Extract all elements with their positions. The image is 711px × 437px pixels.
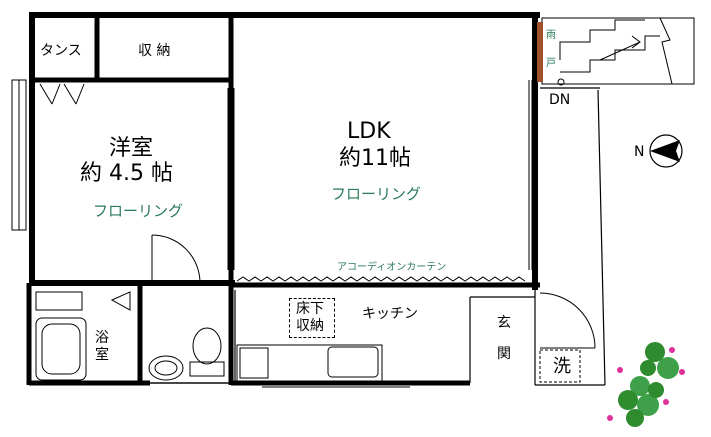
outer-walls (29, 12, 540, 290)
west-window (11, 79, 27, 231)
ldk-name: LDK (347, 119, 391, 144)
tansu-label: タンス (40, 43, 82, 59)
ldk-size: 約11帖 (339, 146, 411, 171)
ldk-floor-type: フローリング (331, 185, 422, 203)
kitchen-counter (236, 344, 410, 388)
laundry-label: 洗 (553, 356, 571, 377)
western-door-swing (151, 234, 201, 284)
underfloor-storage-box (289, 298, 335, 338)
western-room-size: 約 4.5 帖 (80, 161, 173, 186)
amado-shutter (537, 22, 543, 82)
storage-label: 収 納 (138, 43, 171, 59)
western-room-name: 洋室 (109, 136, 154, 161)
bath-label-2: 室 (95, 347, 109, 363)
bathtub (35, 291, 131, 381)
closet-doors (39, 83, 85, 105)
entrance-label-1: 玄 (497, 315, 511, 331)
ldk-east-window (528, 80, 533, 270)
amado-label-2: 戸 (546, 58, 556, 69)
bath-label-1: 浴 (95, 330, 109, 346)
underfloor-label-1: 床下 (296, 301, 324, 317)
western-floor-type: フローリング (93, 202, 184, 220)
accordion-curtain-line (236, 276, 526, 282)
amado-label-1: 雨 (546, 30, 556, 41)
kitchen-label: キッチン (362, 306, 418, 322)
plant-decoration (607, 342, 685, 427)
entrance-door (539, 292, 596, 349)
stairs-down-label: DN (549, 92, 571, 108)
north-label: N (634, 144, 645, 160)
thin-lines (28, 68, 606, 386)
compass-icon (649, 134, 683, 168)
laundry-box (539, 349, 581, 383)
entrance-label-2: 関 (497, 346, 511, 362)
accordion-curtain-label: アコーディオンカーテン (337, 262, 447, 273)
underfloor-label-2: 収納 (296, 318, 324, 334)
sliding-door (227, 88, 235, 270)
stairs (541, 17, 695, 86)
toilet (148, 327, 225, 381)
inner-walls (26, 15, 540, 386)
